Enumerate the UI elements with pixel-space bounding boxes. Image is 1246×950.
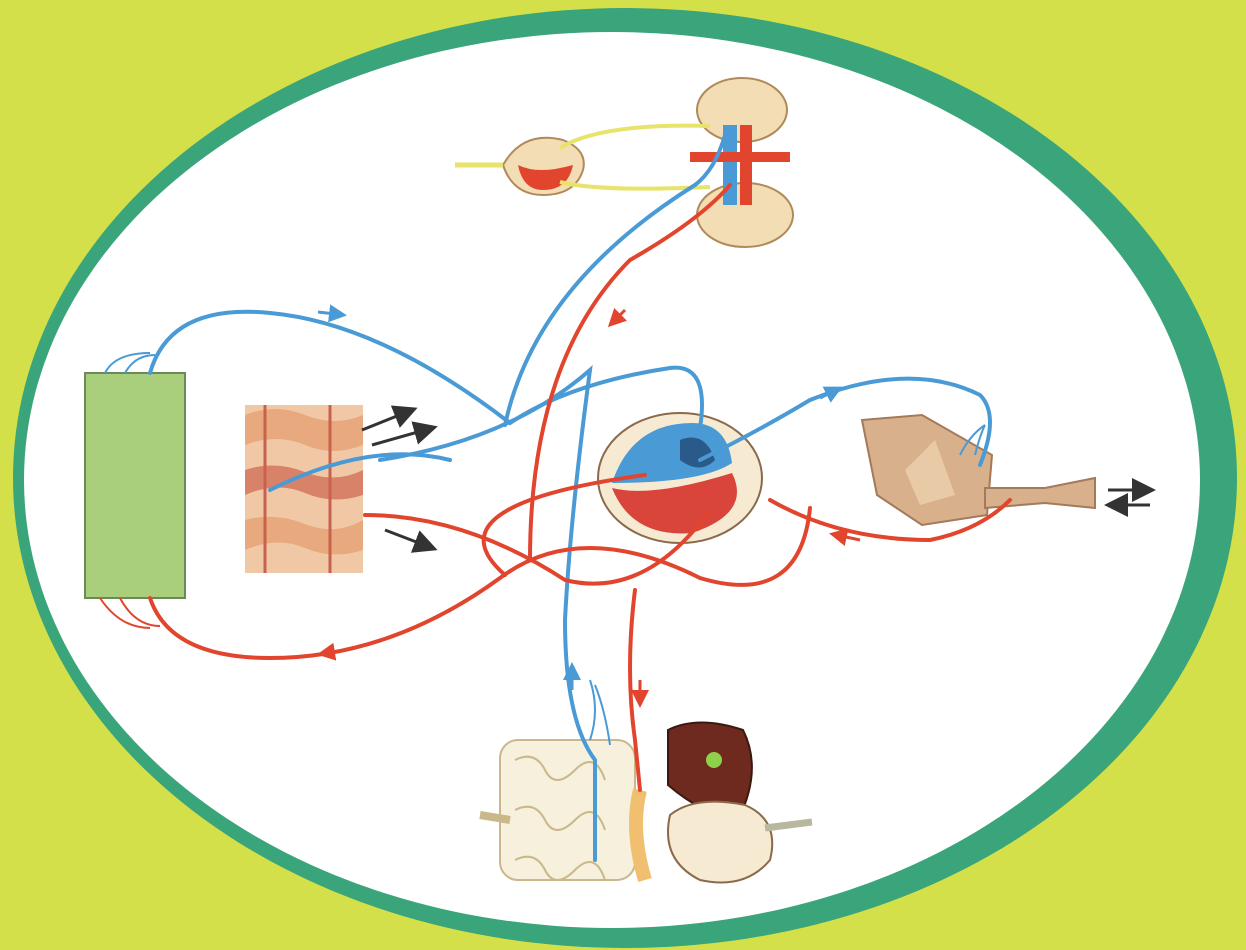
skin-tissue-icon xyxy=(245,405,363,573)
intestine-icon xyxy=(480,740,645,880)
gallbladder xyxy=(706,752,722,768)
muscle-block-icon xyxy=(85,373,185,598)
